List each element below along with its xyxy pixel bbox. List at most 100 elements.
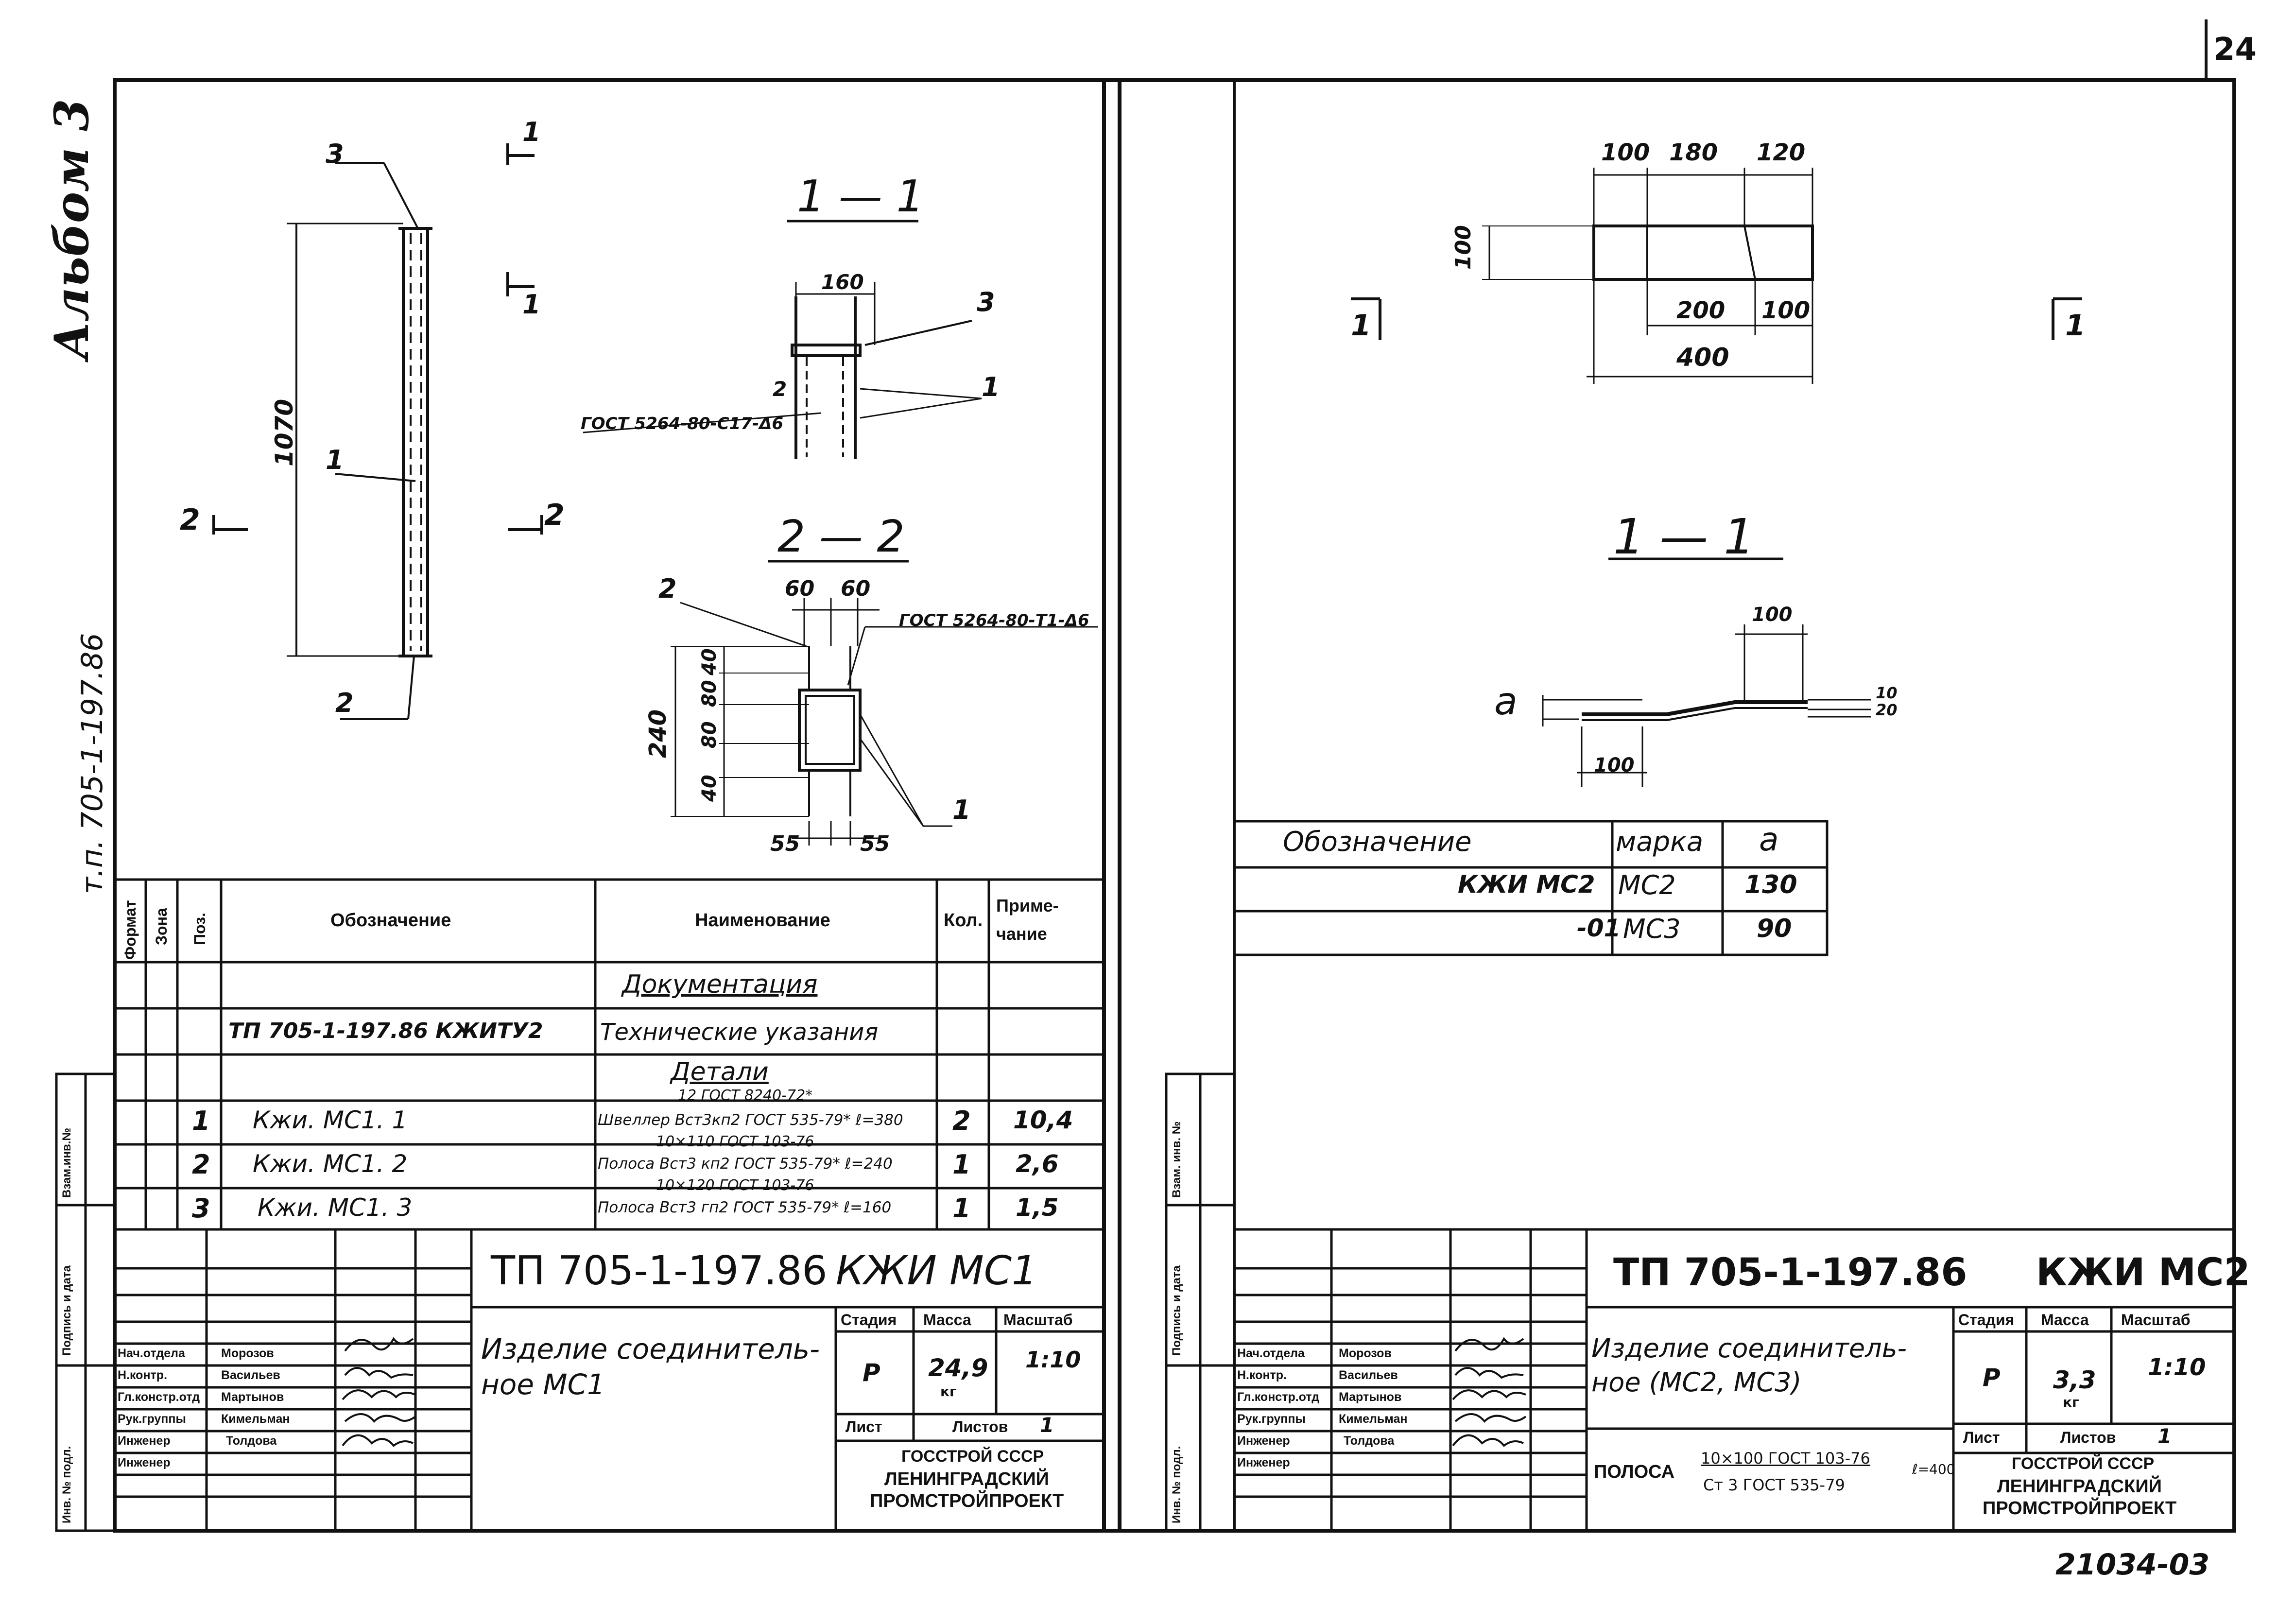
spec-row2-pos: 2: [192, 1149, 210, 1180]
spec-header-note: Приме-чание: [996, 896, 1059, 944]
right-name-3: Мартынов: [1339, 1390, 1402, 1404]
spec-header-designation: Обозначение: [330, 910, 451, 931]
marks-row1-mark: МС2: [1618, 870, 1676, 900]
plan-dim-100b: 100: [1761, 297, 1811, 324]
spec-doc-name: Технические указания: [600, 1019, 879, 1046]
right-role-1: Нач.отдела: [1237, 1347, 1305, 1360]
sec11-dim-160: 160: [821, 270, 864, 294]
left-org-1: ГОССТРОЙ СССР: [901, 1447, 1044, 1466]
right-org-3: ПРОМСТРОЙПРОЕКТ: [1983, 1498, 2177, 1519]
sec11-pos-2: 2: [773, 377, 787, 401]
right-mass: 3,3: [2053, 1366, 2096, 1394]
elev-pos-3: 3: [326, 138, 344, 169]
left-name-1: Морозов: [221, 1347, 274, 1360]
left-name-3: Мартынов: [221, 1390, 284, 1404]
left-org-2: ЛЕНИНГРАДСКИЙ: [884, 1469, 1049, 1489]
right-material-top: 10×100 ГОСТ 103-76: [1701, 1449, 1870, 1468]
elev-pos-2: 2: [335, 688, 354, 718]
spec-row3-note: 1,5: [1016, 1193, 1059, 1222]
sec22-pos-2: 2: [658, 573, 677, 604]
marks-row1-designation: КЖИ МС2: [1458, 870, 1595, 898]
right-vzam: Взам. инв. №: [1170, 1121, 1183, 1198]
right-title-mark: КЖИ МС2: [2036, 1251, 2250, 1295]
left-title-mark: КЖИ МС1: [836, 1248, 1037, 1294]
left-vzam: Взам.инв.№: [60, 1127, 73, 1198]
spec-header-name: Наименование: [695, 910, 830, 931]
left-role-5: Инженер: [118, 1434, 171, 1448]
sec22-dim-80a: 80: [698, 680, 721, 707]
left-org-3: ПРОМСТРОЙПРОЕКТ: [870, 1491, 1064, 1511]
marks-header-a: a: [1759, 821, 1779, 858]
sec11-pos-3: 3: [977, 287, 995, 317]
sec22-dim-60a: 60: [785, 576, 815, 601]
right-sheets-label: Листов: [2060, 1429, 2116, 1446]
spec-section-doc: Документация: [622, 970, 818, 999]
right-sec-dim-10: 10: [1876, 684, 1898, 702]
left-mass-unit: кг: [940, 1383, 957, 1399]
cut-1-bottom: 1: [522, 289, 541, 320]
right-org-1: ГОССТРОЙ СССР: [2012, 1454, 2155, 1473]
right-sec-dim-20: 20: [1876, 701, 1898, 719]
right-name-1: Морозов: [1339, 1347, 1392, 1360]
right-sheets: 1: [2157, 1424, 2172, 1448]
spec-row1-pos: 1: [192, 1106, 210, 1136]
cut-2-right: 2: [544, 498, 565, 532]
right-mass-label: Масса: [2041, 1311, 2089, 1329]
section-2-2-title: 2 — 2: [777, 511, 905, 562]
sec22-dim-80b: 80: [698, 721, 721, 748]
right-section-title: 1 — 1: [1613, 508, 1755, 565]
spec-row3-designation: Кжи. МС1. 3: [258, 1193, 413, 1222]
spec-row1-note: 10,4: [1013, 1106, 1073, 1134]
right-role-3: Гл.констр.отд: [1237, 1390, 1320, 1404]
sec22-dim-55a: 55: [770, 831, 800, 856]
cut-1-top: 1: [522, 117, 541, 147]
left-name-5: Толдова: [226, 1434, 277, 1448]
right-name-4: Кимельман: [1339, 1412, 1408, 1426]
plan-cut-left: 1: [1351, 309, 1371, 343]
marks-header-mark: марка: [1616, 826, 1704, 858]
plate-plan-view: [1351, 168, 2082, 384]
marks-header-designation: Обозначение: [1283, 826, 1472, 858]
spec-section-parts: Детали: [671, 1057, 769, 1087]
spec-row3-name-top: 10×120 ГОСТ 103-76: [656, 1177, 814, 1194]
sec22-dim-60b: 60: [841, 576, 871, 601]
right-stage: Р: [1983, 1364, 2001, 1392]
spec-header-pos: Поз.: [191, 913, 208, 945]
spec-header-qty: Кол.: [944, 910, 983, 931]
right-material-len: ℓ=400: [1912, 1461, 1955, 1477]
marks-row2-designation: -01: [1577, 914, 1621, 942]
right-name-2: Васильев: [1339, 1368, 1398, 1382]
marks-row2-a: 90: [1757, 914, 1792, 943]
sec22-dim-55b: 55: [860, 831, 890, 856]
plan-cut-right: 1: [2065, 309, 2086, 343]
left-sheet-label: Лист: [846, 1418, 882, 1435]
sec22-dim-240: 240: [644, 709, 672, 758]
section-1-1-view: [583, 220, 982, 459]
elevation-view: [212, 143, 543, 720]
elev-length-dim: 1070: [270, 398, 298, 466]
spec-row1-qty: 2: [952, 1106, 971, 1136]
spec-header-format: Формат: [121, 900, 139, 960]
right-scale: 1:10: [2148, 1354, 2206, 1381]
right-name-5: Толдова: [1344, 1434, 1395, 1448]
right-material-label: ПОЛОСА: [1594, 1462, 1675, 1482]
left-sheets: 1: [1040, 1413, 1054, 1437]
right-role-2: Н.контр.: [1237, 1368, 1287, 1382]
left-role-3: Гл.констр.отд: [118, 1390, 200, 1404]
plan-dim-180: 180: [1669, 139, 1718, 166]
spec-row2-qty: 1: [952, 1149, 971, 1180]
left-title-name: Изделие соединитель-ное МС1: [481, 1332, 820, 1401]
right-role-5: Инженер: [1237, 1434, 1290, 1448]
right-inv-podl: Инв. № подл.: [1170, 1446, 1183, 1523]
left-mass: 24,9: [928, 1354, 988, 1382]
section-1-1-title: 1 — 1: [797, 171, 924, 222]
spec-row2-note: 2,6: [1016, 1150, 1059, 1178]
spec-header-zone: Зона: [153, 908, 170, 945]
sec22-dim-40a: 40: [698, 648, 721, 675]
elev-pos-1: 1: [326, 445, 344, 475]
left-mass-label: Масса: [923, 1311, 971, 1329]
plan-dim-200: 200: [1676, 297, 1726, 324]
left-scale-label: Масштаб: [1003, 1311, 1073, 1329]
spec-row3-qty: 1: [952, 1193, 971, 1224]
